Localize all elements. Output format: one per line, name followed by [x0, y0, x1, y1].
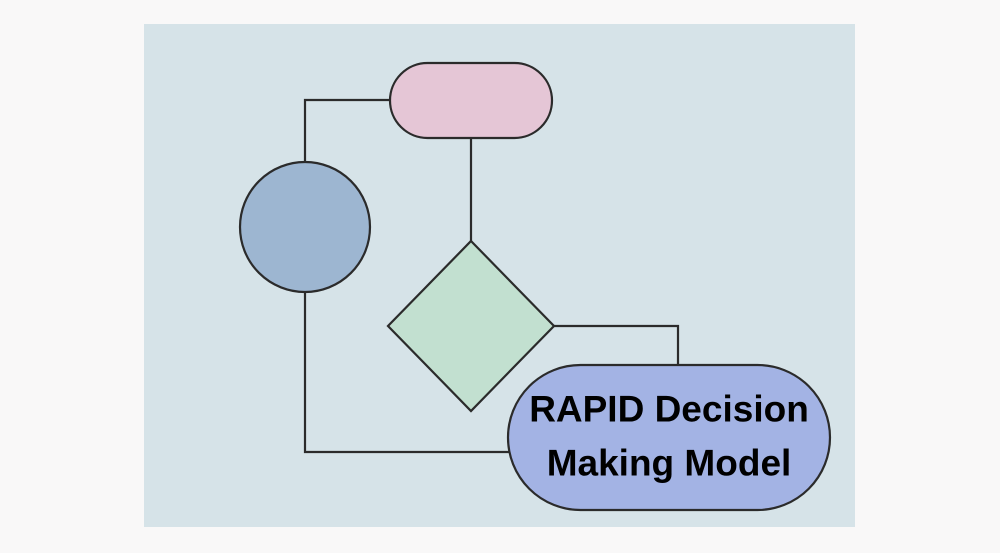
- connector-layer: [303, 98, 680, 454]
- blue-circle-node[interactable]: [238, 160, 372, 294]
- connector-circle-to-pink: [303, 98, 390, 162]
- green-diamond-node[interactable]: [386, 239, 556, 413]
- pink-rounded-node[interactable]: [388, 61, 554, 140]
- rapid-decision-making-model-node[interactable]: [506, 363, 832, 512]
- connector-circle-to-purple: [303, 292, 512, 454]
- node-layer: RAPID Decision Making Model: [238, 61, 832, 512]
- rapid-decision-label-line-1: RAPID Decision: [529, 388, 809, 429]
- rapid-decision-label-line-2: Making Model: [547, 442, 792, 483]
- connector-diamond-to-purple: [554, 324, 680, 366]
